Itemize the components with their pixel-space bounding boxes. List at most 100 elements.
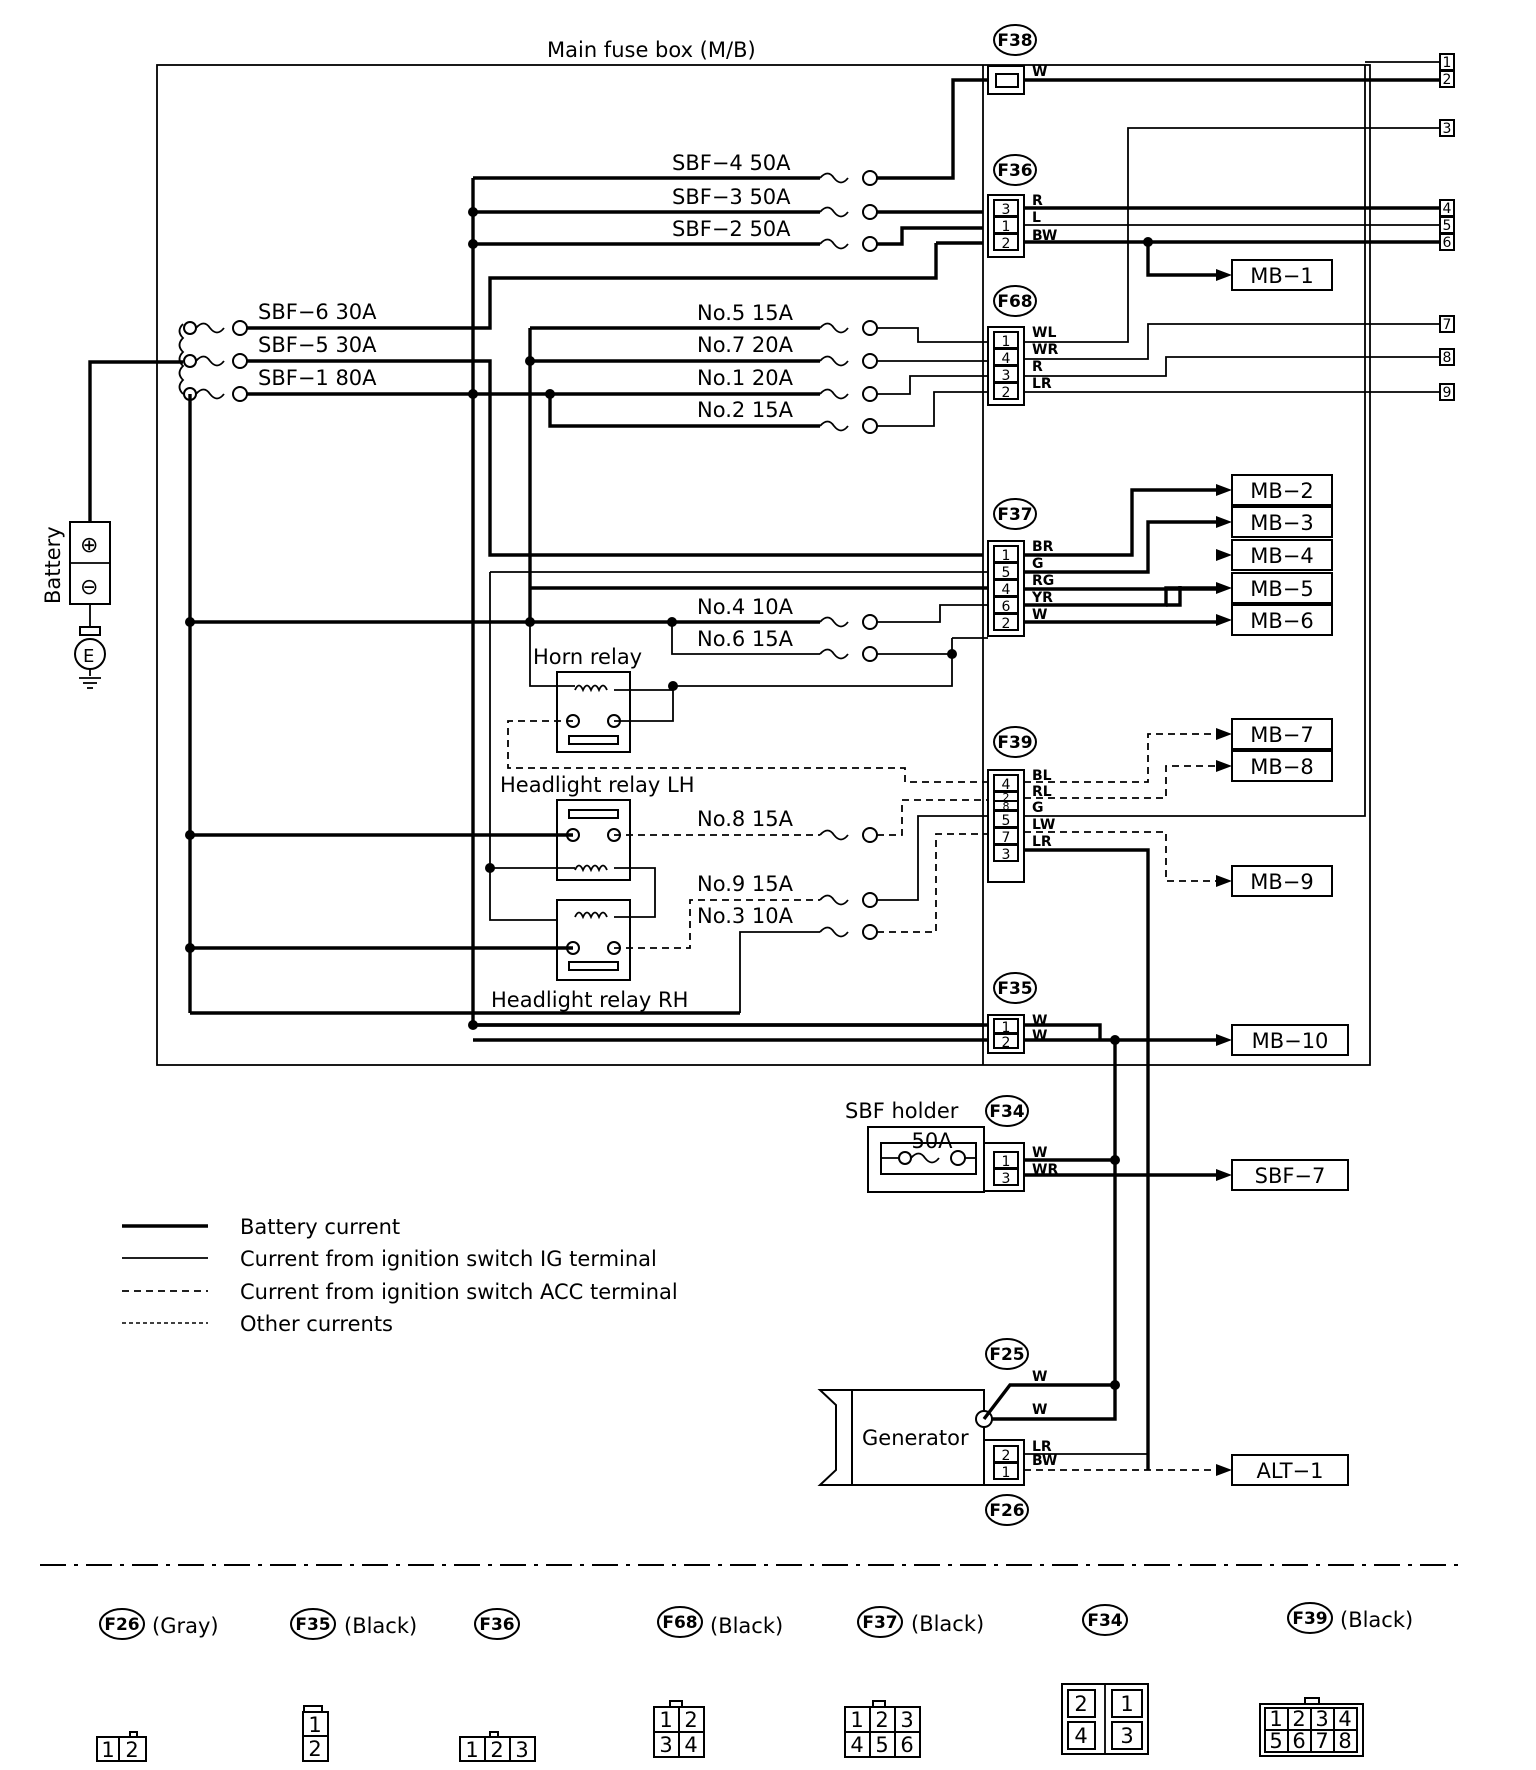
fuse-no3-label: No.3 10A (697, 904, 794, 928)
output-mb6: MB−6 (1250, 609, 1313, 633)
svg-text:F39: F39 (1292, 1609, 1327, 1629)
svg-text:(Gray): (Gray) (152, 1614, 219, 1638)
output-alt1: ALT−1 (1257, 1459, 1324, 1483)
svg-text:1: 1 (1002, 548, 1011, 564)
connector-f36: F36 3 1 2 R L BW (987, 154, 1057, 258)
svg-text:3: 3 (1002, 847, 1011, 863)
svg-text:(Black): (Black) (1340, 1608, 1413, 1632)
svg-text:1: 1 (1002, 1020, 1011, 1036)
output-mb3: MB−3 (1250, 511, 1313, 535)
svg-text:W: W (1032, 64, 1047, 80)
fuse-no9-label: No.9 15A (697, 872, 794, 896)
svg-text:1: 1 (659, 1708, 672, 1732)
svg-text:2: 2 (1002, 1035, 1011, 1051)
output-mb8: MB−8 (1250, 755, 1313, 779)
fuse-no1-label: No.1 20A (697, 366, 794, 390)
connector-f34: F34 1 3 W WR (983, 1095, 1058, 1192)
svg-text:5: 5 (1269, 1729, 1282, 1753)
svg-text:1: 1 (1002, 219, 1011, 235)
svg-text:(Black): (Black) (911, 1612, 984, 1636)
connector-f37: F37 1 5 4 6 2 BR G RG YR W (987, 498, 1054, 637)
svg-text:RG: RG (1032, 573, 1054, 589)
svg-text:1: 1 (1269, 1707, 1282, 1731)
svg-text:F36: F36 (479, 1615, 514, 1635)
svg-text:YR: YR (1031, 590, 1053, 606)
svg-text:F34: F34 (989, 1102, 1024, 1122)
connector-f38: F38 W (987, 24, 1047, 95)
output-mb10: MB−10 (1252, 1029, 1329, 1053)
view-f35: F35 (Black) 1 2 (290, 1608, 417, 1762)
svg-text:1: 1 (1002, 1154, 1011, 1170)
svg-text:2: 2 (684, 1708, 697, 1732)
svg-text:4: 4 (1002, 582, 1011, 598)
svg-text:7: 7 (1002, 830, 1011, 846)
connector-f25: F25 W W (985, 1338, 1047, 1418)
connector-f39: F39 4 2 8 5 7 3 BL RL G LW LR (987, 726, 1055, 883)
svg-text:2: 2 (125, 1738, 138, 1762)
svg-text:F26: F26 (104, 1615, 139, 1635)
output-mb7: MB−7 (1250, 723, 1313, 747)
svg-text:(Black): (Black) (344, 1614, 417, 1638)
view-f39: F39 (Black) 1 2 3 4 5 6 7 8 (1259, 1602, 1413, 1757)
output-mb2: MB−2 (1250, 479, 1313, 503)
sbf4-label: SBF−4 50A (672, 151, 791, 175)
svg-text:W: W (1032, 1402, 1047, 1418)
svg-text:2: 2 (1003, 791, 1010, 804)
headlight-relay-rh (556, 899, 631, 981)
fuse-no5-label: No.5 15A (697, 301, 794, 325)
sbf2-label: SBF−2 50A (672, 217, 791, 241)
headlight-relay-rh-label: Headlight relay RH (491, 988, 688, 1012)
svg-text:3: 3 (1002, 368, 1011, 384)
svg-text:6: 6 (900, 1733, 913, 1757)
svg-text:7: 7 (1315, 1729, 1328, 1753)
svg-text:R: R (1032, 193, 1043, 209)
view-f68: F68 (Black) 1 2 3 4 (653, 1606, 783, 1758)
svg-text:3: 3 (1002, 202, 1011, 218)
headlight-relay-lh-label: Headlight relay LH (500, 773, 695, 797)
svg-text:F36: F36 (997, 161, 1032, 181)
sbf-top-group (473, 170, 878, 252)
connector-f68: F68 1 4 3 2 WL WR R LR (987, 285, 1058, 406)
svg-text:F26: F26 (989, 1501, 1024, 1521)
svg-text:(Black): (Black) (710, 1614, 783, 1638)
svg-text:1: 1 (850, 1708, 863, 1732)
svg-text:R: R (1032, 359, 1043, 375)
svg-text:1: 1 (308, 1713, 321, 1737)
svg-text:8: 8 (1443, 350, 1452, 366)
battery-plus-icon: ⊕ (80, 533, 98, 558)
svg-text:BR: BR (1032, 539, 1054, 555)
fuse-no4-label: No.4 10A (697, 595, 794, 619)
svg-text:4: 4 (1002, 351, 1011, 367)
svg-text:F35: F35 (295, 1615, 330, 1635)
svg-text:4: 4 (1074, 1724, 1087, 1748)
svg-text:L: L (1032, 210, 1041, 226)
svg-text:W: W (1032, 1369, 1047, 1385)
svg-text:3: 3 (1120, 1724, 1133, 1748)
sbf6-label: SBF−6 30A (258, 300, 377, 324)
sbf5-label: SBF−5 30A (258, 333, 377, 357)
svg-text:2: 2 (875, 1708, 888, 1732)
connector-views: F26 (Gray) 1 2 F35 (Black) 1 2 F36 1 2 3… (96, 1602, 1413, 1762)
svg-text:8: 8 (1003, 800, 1010, 813)
headlight-relay-lh (556, 799, 631, 881)
svg-text:2: 2 (308, 1737, 321, 1761)
sbf3-label: SBF−3 50A (672, 185, 791, 209)
connector-f26: F26 LR BW (985, 1439, 1057, 1526)
svg-text:RL: RL (1032, 784, 1052, 800)
svg-text:WL: WL (1032, 325, 1056, 341)
svg-text:3: 3 (1002, 1171, 1011, 1187)
svg-text:2: 2 (1002, 616, 1011, 632)
svg-text:BW: BW (1032, 1453, 1057, 1469)
battery-label: Battery (41, 526, 65, 604)
svg-text:4: 4 (1002, 777, 1011, 793)
svg-text:LR: LR (1032, 1439, 1052, 1455)
svg-text:6: 6 (1002, 599, 1011, 615)
svg-text:4: 4 (1443, 201, 1452, 217)
svg-text:2: 2 (1443, 72, 1452, 88)
svg-text:F25: F25 (989, 1345, 1024, 1365)
battery: ⊕ ⊖ Battery E (41, 521, 111, 689)
svg-text:3: 3 (659, 1733, 672, 1757)
horn-relay-label: Horn relay (533, 645, 642, 669)
svg-text:2: 2 (1002, 1448, 1011, 1464)
svg-text:F37: F37 (862, 1613, 897, 1633)
